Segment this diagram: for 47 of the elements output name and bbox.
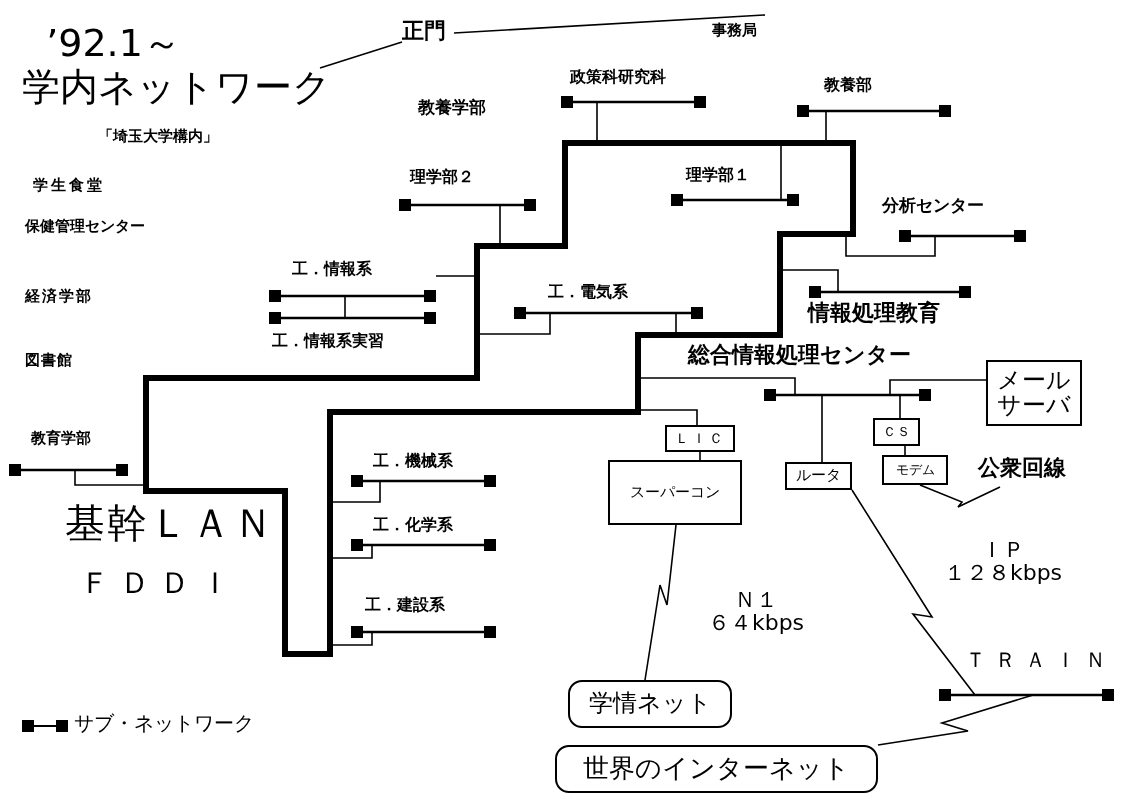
connector-line <box>821 394 823 463</box>
network-box: 世界のインターネット <box>555 745 878 793</box>
subnetwork-label: 教養部 <box>824 76 872 95</box>
connector-line <box>344 295 346 319</box>
subnetwork-label: 教育学部 <box>31 430 91 448</box>
subnetwork-label: ＴＲＡＩＮ <box>965 648 1115 673</box>
device-box: ルータ <box>785 462 852 490</box>
subnetwork-label: 工．機械系 <box>373 452 453 471</box>
place-label: 総合情報処理センター <box>688 342 911 368</box>
device-box: モデム <box>882 455 948 485</box>
subnetwork-label: 政策科研究科 <box>570 68 666 87</box>
legend-label: サブ・ネットワーク <box>74 712 254 735</box>
connector-line <box>919 484 1001 508</box>
subnetwork-label: 情報処理教育 <box>808 300 940 326</box>
connector-line <box>319 41 403 69</box>
connector-line <box>699 451 701 461</box>
subnetwork-label: 工．情報系 <box>292 260 372 279</box>
device-box: ＬＩＣ <box>665 425 735 452</box>
subnetwork-label: 工．建設系 <box>365 596 445 615</box>
connector-line <box>851 489 976 696</box>
device-box: ＣＳ <box>873 418 920 446</box>
connector-line <box>877 694 1034 746</box>
subnetwork-label: 分析センター <box>882 196 984 216</box>
device-box: メールサーバ <box>986 360 1082 426</box>
place-label: 図書館 <box>25 352 73 370</box>
subnetwork-label: 工．情報系実習 <box>272 332 384 351</box>
diagram-title: ’92.1～学内ネットワーク <box>22 22 331 110</box>
backbone-label: 基幹ＬＡＮ <box>65 500 275 546</box>
subnetwork-label: 理学部１ <box>686 166 750 185</box>
network-box: 学情ネット <box>568 680 732 728</box>
place-label: 経済学部 <box>25 288 93 306</box>
subnetwork-label: 理学部２ <box>410 168 474 187</box>
backbone-label: ＦＤＤＩ <box>80 566 240 601</box>
connector-line <box>889 379 987 396</box>
place-label: 正門 <box>402 18 454 50</box>
subnetwork-label: 工．電気系 <box>548 283 628 302</box>
place-label: 学生食堂 <box>33 177 105 195</box>
connector-line <box>904 445 906 456</box>
connector-line <box>453 14 766 34</box>
place-label: 事務局 <box>712 22 757 40</box>
device-box: スーパーコン <box>608 460 742 525</box>
place-label: 「埼玉大学構内」 <box>98 128 218 146</box>
subnetwork-label: 工．化学系 <box>373 516 453 535</box>
connector-line <box>644 524 677 681</box>
place-label: 教養学部 <box>418 98 486 118</box>
connector-line <box>899 394 901 419</box>
place-label: 公衆回線 <box>978 455 1083 487</box>
